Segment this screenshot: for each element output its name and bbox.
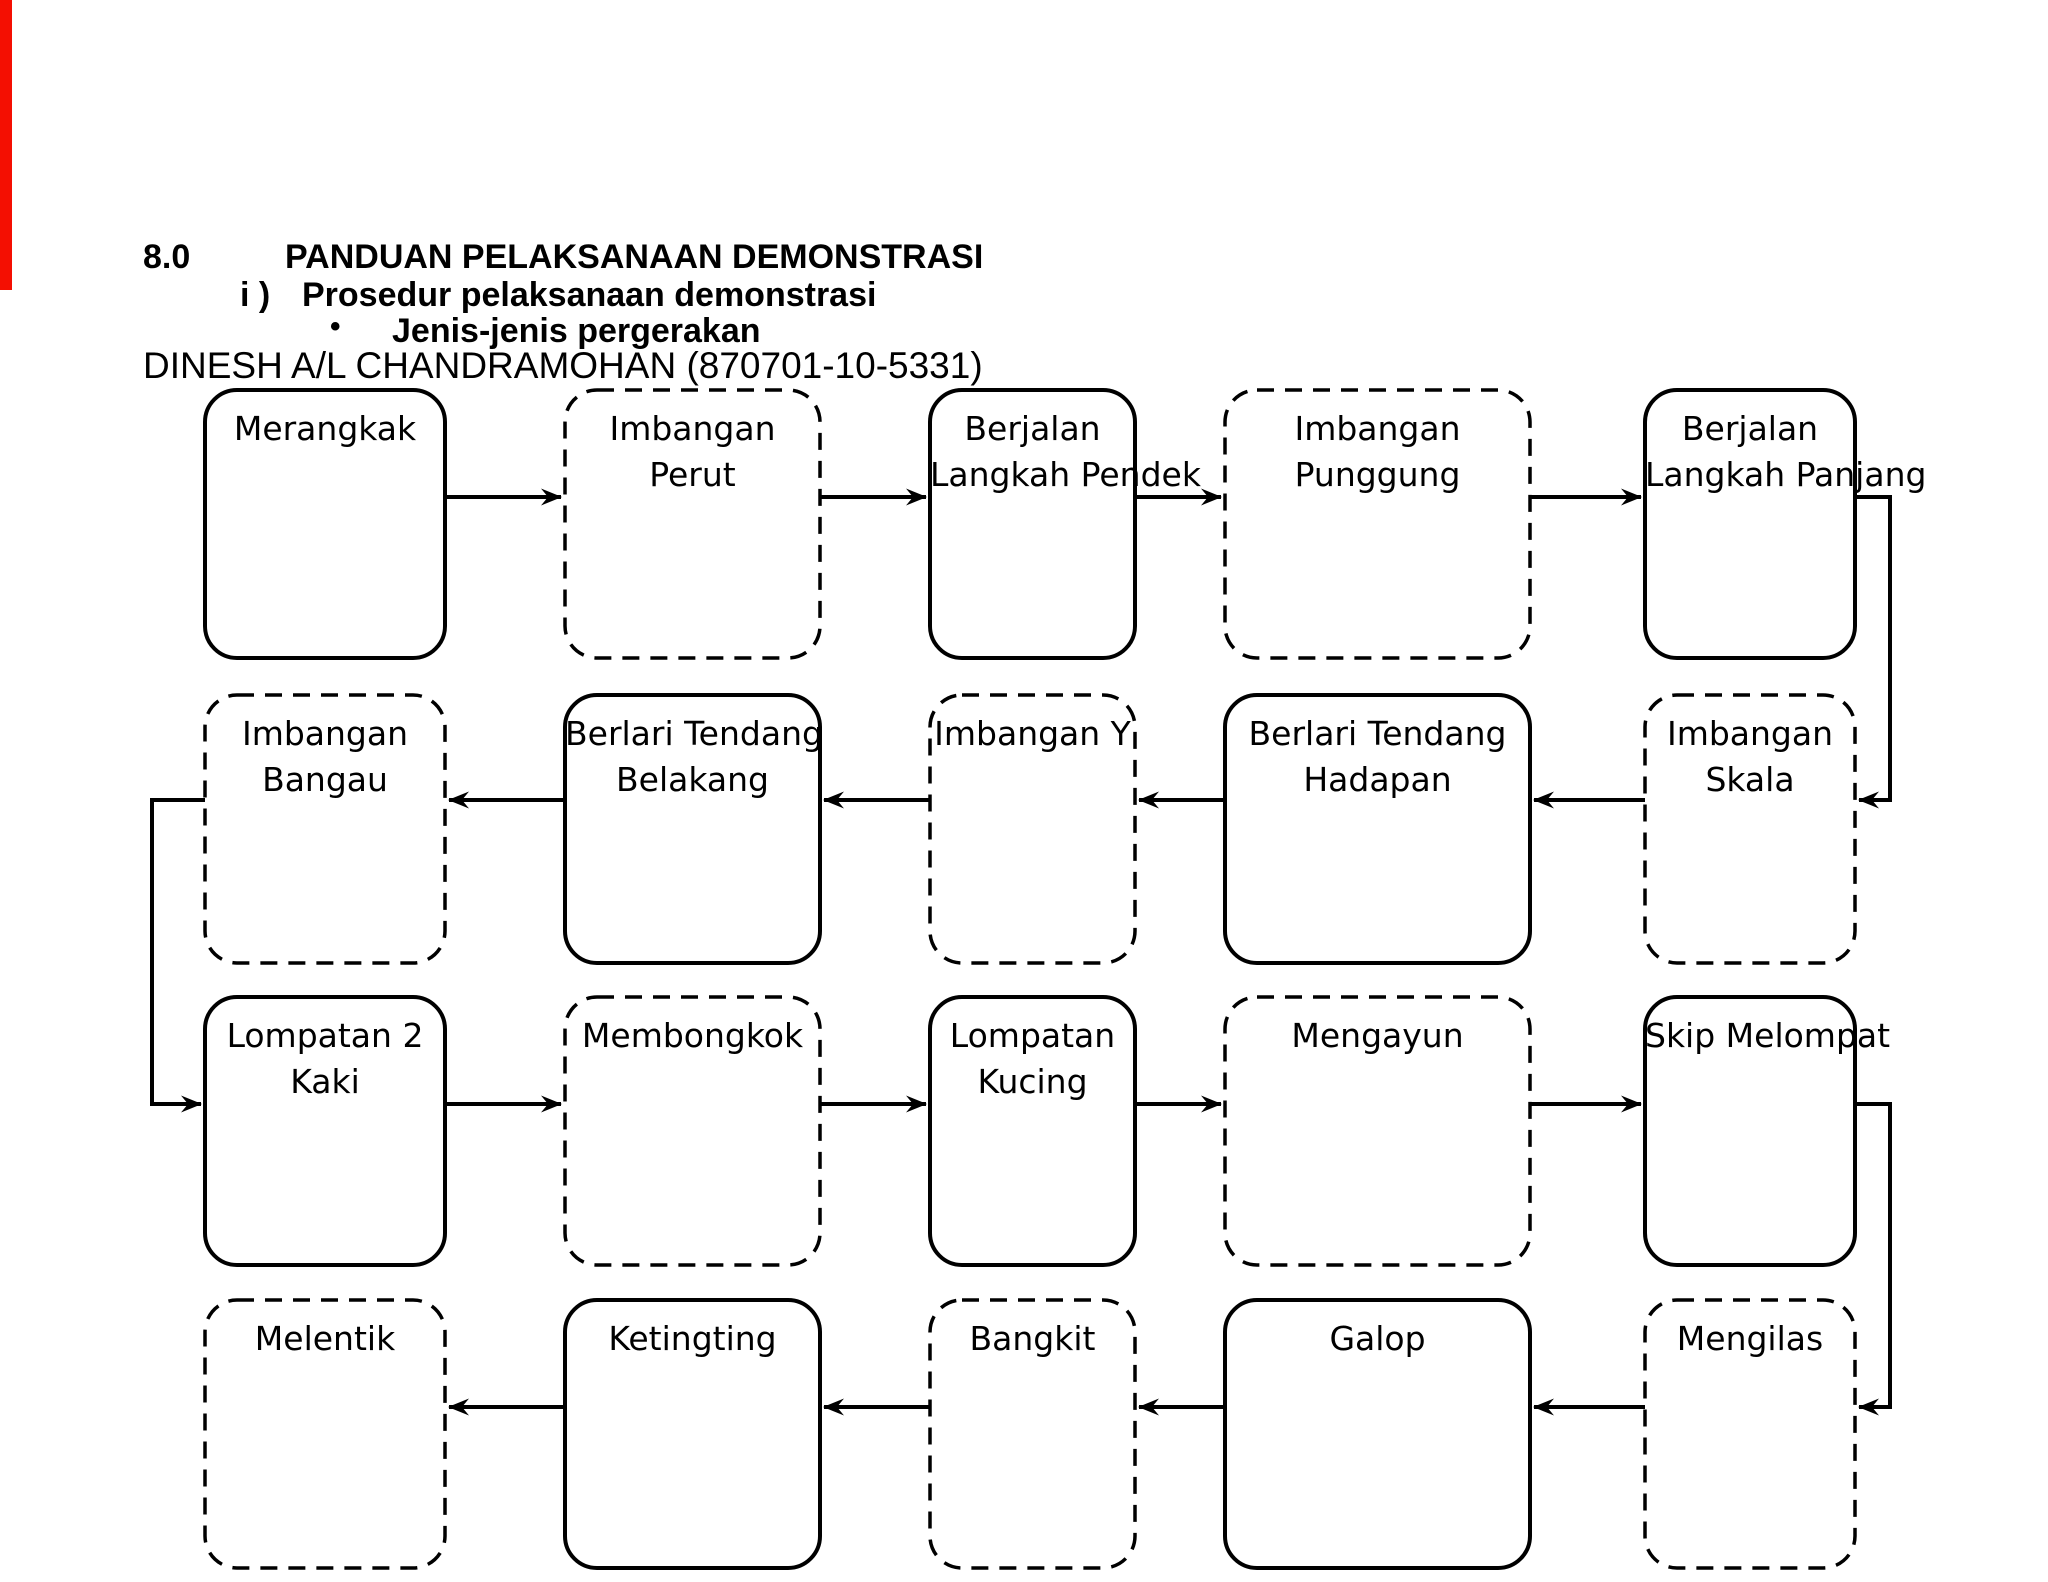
flow-box-lompatan-kucing <box>928 995 1137 1267</box>
label-mengayun: Mengayun <box>1291 1016 1464 1055</box>
flow-box-galop <box>1223 1298 1532 1570</box>
label-berlari-tendang-belakang: Berlari Tendang Belakang <box>565 714 823 799</box>
label-melentik: Melentik <box>254 1319 396 1358</box>
label-lompatan-kucing: Lompatan Kucing <box>949 1016 1116 1101</box>
flow-box-skip-melompat <box>1643 995 1857 1267</box>
connector-imbangan-bangau-to-lompatan-2-kaki <box>150 798 205 1113</box>
bullet-title: Jenis-jenis pergerakan <box>392 312 761 350</box>
flow-box-imbangan-perut <box>563 388 822 660</box>
flow-box-ketingting <box>563 1298 822 1570</box>
flow-box-melentik <box>203 1298 447 1570</box>
connector-skip-melompat-to-mengilas <box>1855 1102 1892 1416</box>
label-mengilas: Mengilas <box>1676 1319 1824 1358</box>
section-number: 8.0 <box>143 238 191 276</box>
flow-box-berjalan-langkah-pendek <box>928 388 1137 660</box>
sub-item-number: i ) <box>240 276 271 314</box>
flow-box-berlari-tendang-hadapan <box>1223 693 1532 965</box>
author-line: DINESH A/L CHANDRAMOHAN (870701-10-5331) <box>143 345 983 386</box>
label-bangkit: Bangkit <box>969 1319 1096 1358</box>
label-ketingting: Ketingting <box>608 1319 777 1358</box>
label-lompatan-2-kaki: Lompatan 2 Kaki <box>226 1016 424 1101</box>
label-galop: Galop <box>1329 1319 1426 1358</box>
label-merangkak: Merangkak <box>233 409 417 448</box>
flow-box-mengilas <box>1643 1298 1857 1570</box>
flow-box-berlari-tendang-belakang <box>563 693 822 965</box>
flow-box-merangkak <box>203 388 447 660</box>
flow-box-imbangan-skala <box>1643 693 1857 965</box>
flow-box-imbangan-bangau <box>203 693 447 965</box>
label-imbangan-punggung: Imbangan Punggung <box>1294 409 1461 494</box>
label-imbangan-skala: Imbangan Skala <box>1666 714 1834 799</box>
label-skip-melompat: Skip Melompat <box>1645 1016 1891 1055</box>
flow-box-bangkit <box>928 1298 1137 1570</box>
revision-marker-bar <box>0 0 12 290</box>
label-berlari-tendang-hadapan: Berlari Tendang Hadapan <box>1248 714 1507 799</box>
sub-item-title: Prosedur pelaksanaan demonstrasi <box>302 276 877 314</box>
bullet-icon: • <box>330 310 341 343</box>
flow-box-imbangan-y <box>928 693 1137 965</box>
label-imbangan-perut: Imbangan Perut <box>609 409 776 494</box>
flow-box-berjalan-langkah-panjang <box>1643 388 1857 660</box>
label-berjalan-langkah-pendek: Berjalan Langkah Pendek <box>930 409 1201 494</box>
connector-berjalan-panjang-to-imbangan-skala <box>1855 495 1892 809</box>
flow-box-mengayun <box>1223 995 1532 1267</box>
flow-box-imbangan-punggung <box>1223 388 1532 660</box>
label-berjalan-langkah-panjang: Berjalan Langkah Panjang <box>1645 409 1927 494</box>
label-membongkok: Membongkok <box>581 1016 804 1055</box>
flow-box-membongkok <box>563 995 822 1267</box>
label-imbangan-y: Imbangan Y <box>934 714 1131 753</box>
label-imbangan-bangau: Imbangan Bangau <box>241 714 409 799</box>
section-title: PANDUAN PELAKSANAAN DEMONSTRASI <box>285 238 984 276</box>
flow-box-lompatan-2-kaki <box>203 995 447 1267</box>
